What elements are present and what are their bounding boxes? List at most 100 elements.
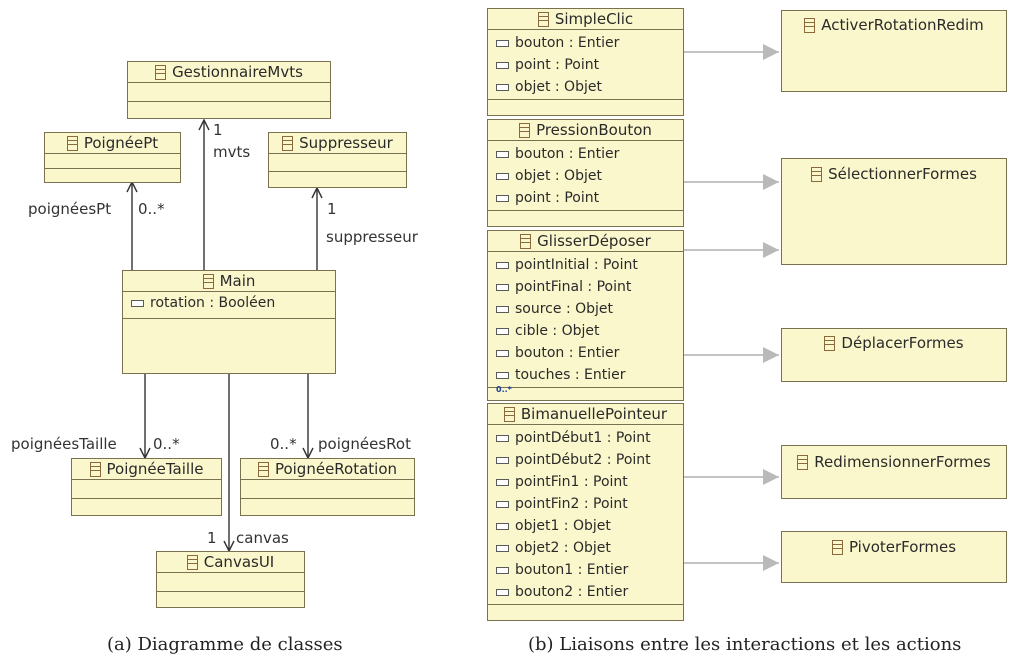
label-taille-multiplicity: 0..* — [153, 435, 180, 453]
class-icon — [282, 135, 294, 151]
class-name: ActiverRotationRedim — [821, 16, 984, 34]
attribute: cible : Objet — [488, 320, 683, 342]
class-name: CanvasUI — [203, 553, 275, 571]
class-name: BimanuellePointeur — [520, 405, 668, 423]
class-icon — [811, 166, 823, 182]
attribute-icon — [496, 83, 509, 91]
class-name: Suppresseur — [299, 134, 393, 152]
attribute-icon — [496, 566, 509, 574]
action-pivoterformes: PivoterFormes — [781, 531, 1007, 583]
class-name: GlisserDéposer — [537, 232, 651, 250]
attribute: bouton : Entier — [488, 143, 683, 165]
class-name: GestionnaireMvts — [172, 63, 303, 81]
class-name: SimpleClic — [554, 10, 634, 28]
class-icon — [66, 135, 78, 151]
label-suppresseur-multiplicity: 1 — [327, 200, 337, 218]
class-name: PivoterFormes — [848, 538, 957, 556]
multi-attribute-icon — [496, 371, 512, 401]
attribute-icon — [496, 283, 509, 291]
class-name: Main — [219, 272, 256, 290]
attribute-icon — [496, 544, 509, 552]
action-redimensionnerformes: RedimensionnerFormes — [781, 445, 1007, 499]
attribute: pointFin2 : Point — [488, 493, 683, 515]
attribute-icon — [496, 522, 509, 530]
class-icon — [202, 273, 214, 289]
class-name: SélectionnerFormes — [828, 165, 977, 183]
label-rot-role: poignéesRot — [318, 435, 411, 453]
class-icon — [155, 64, 167, 80]
class-name: PoignéePt — [83, 134, 159, 152]
label-mvts-role: mvts — [213, 143, 251, 161]
attribute: point : Point — [488, 54, 683, 76]
attribute-icon — [496, 588, 509, 596]
interaction-pressionbouton: PressionBouton bouton : Entier objet : O… — [487, 119, 684, 227]
attribute-icon — [496, 61, 509, 69]
interaction-simpleclic: SimpleClic bouton : Entier point : Point… — [487, 8, 684, 116]
caption-b: (b) Liaisons entre les interactions et l… — [528, 634, 962, 655]
assoc-main-gestionnaire — [198, 118, 210, 270]
class-name: PressionBouton — [536, 121, 652, 139]
class-poigneerotation: PoignéeRotation — [240, 458, 415, 516]
attribute: touches : Entier — [488, 364, 683, 401]
label-taille-role: poignéesTaille — [11, 435, 117, 453]
attribute: pointDébut2 : Point — [488, 449, 683, 471]
class-canvasui: CanvasUI — [156, 551, 305, 608]
attribute: bouton : Entier — [488, 342, 683, 364]
attribute-icon — [131, 299, 144, 307]
label-canvas-role: canvas — [236, 529, 289, 547]
attribute-icon — [496, 456, 509, 464]
attribute: bouton : Entier — [488, 32, 683, 54]
attribute: pointDébut1 : Point — [488, 427, 683, 449]
class-icon — [89, 461, 101, 477]
interaction-glisserdeposer: GlisserDéposer pointInitial : Point poin… — [487, 230, 684, 401]
attribute: objet : Objet — [488, 76, 683, 98]
assoc-main-canvasui — [223, 374, 235, 553]
caption-a: (a) Diagramme de classes — [107, 634, 343, 655]
attribute: point : Point — [488, 187, 683, 209]
action-selectionnerformes: SélectionnerFormes — [781, 158, 1007, 265]
label-suppresseur-role: suppresseur — [326, 228, 418, 246]
class-icon — [831, 539, 843, 555]
action-activerrotationredim: ActiverRotationRedim — [781, 10, 1007, 92]
class-icon — [537, 11, 549, 27]
label-rot-multiplicity: 0..* — [270, 435, 297, 453]
class-icon — [520, 233, 532, 249]
class-poigneetaille: PoignéeTaille — [71, 458, 222, 516]
attribute-icon — [496, 305, 509, 313]
action-deplacerformes: DéplacerFormes — [781, 328, 1007, 382]
attribute-icon — [496, 194, 509, 202]
attribute: objet2 : Objet — [488, 537, 683, 559]
attribute-icon — [496, 500, 509, 508]
attribute-icon — [496, 39, 509, 47]
assoc-main-poigneerotation — [302, 374, 314, 460]
attribute: objet : Objet — [488, 165, 683, 187]
assoc-main-suppresseur — [311, 186, 323, 270]
label-poigneespt-multiplicity: 0..* — [138, 200, 165, 218]
attribute-icon — [496, 434, 509, 442]
assoc-main-poigneept — [126, 180, 138, 270]
class-name: RedimensionnerFormes — [814, 453, 991, 471]
class-icon — [804, 17, 816, 33]
class-icon — [186, 554, 198, 570]
class-name: DéplacerFormes — [841, 334, 964, 352]
class-gestionnairemvts: GestionnaireMvts — [127, 61, 331, 119]
attribute-icon — [496, 172, 509, 180]
attribute-icon — [496, 261, 509, 269]
attribute: bouton1 : Entier — [488, 559, 683, 581]
class-icon — [824, 335, 836, 351]
attribute-icon — [496, 150, 509, 158]
class-name: PoignéeRotation — [274, 460, 398, 478]
label-canvas-multiplicity: 1 — [207, 529, 217, 547]
assoc-main-poigneetaille — [139, 374, 151, 460]
class-suppresseur: Suppresseur — [268, 132, 407, 188]
class-name: PoignéeTaille — [106, 460, 204, 478]
attribute-icon — [496, 478, 509, 486]
class-poigneept: PoignéePt — [44, 132, 181, 183]
attribute: objet1 : Objet — [488, 515, 683, 537]
class-icon — [503, 406, 515, 422]
class-icon — [519, 122, 531, 138]
interaction-bimanuellepointeur: BimanuellePointeur pointDébut1 : Point p… — [487, 403, 684, 621]
label-mvts-multiplicity: 1 — [213, 121, 223, 139]
attribute: source : Objet — [488, 298, 683, 320]
